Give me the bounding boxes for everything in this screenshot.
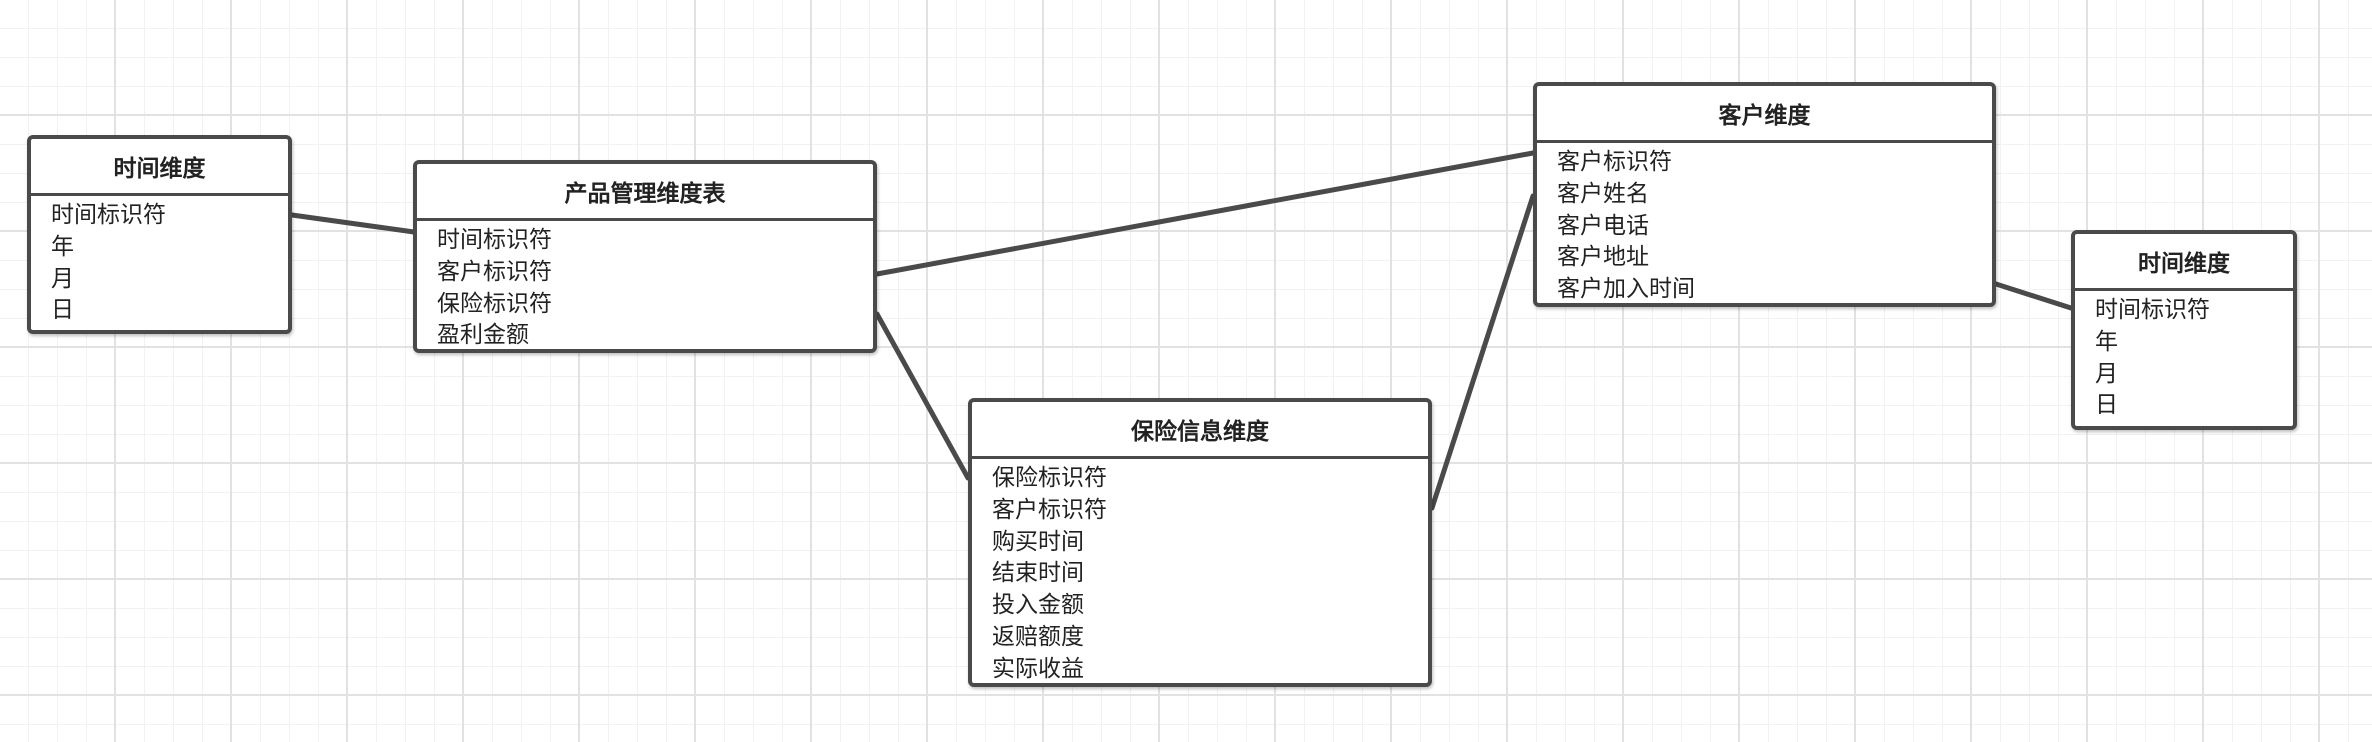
entity-title: 时间维度 — [31, 139, 288, 196]
entity-field[interactable]: 时间标识符 — [51, 202, 166, 228]
entity-field[interactable]: 时间标识符 — [2095, 297, 2210, 323]
entity-title: 产品管理维度表 — [417, 164, 873, 221]
entity-field[interactable]: 时间标识符 — [437, 227, 552, 253]
entity-title: 保险信息维度 — [972, 402, 1428, 459]
entity-title: 客户维度 — [1537, 86, 1992, 143]
entity-field[interactable]: 保险标识符 — [992, 465, 1107, 491]
entity-field[interactable]: 客户姓名 — [1557, 180, 1649, 207]
entity-field-list: 客户标识符 客户姓名 客户电话 客户地址 客户加入时间 — [1537, 143, 1992, 303]
entity-product-management[interactable]: 产品管理维度表 时间标识符 客户标识符 保险标识符 盈利金额 — [413, 160, 877, 353]
entity-field[interactable]: 购买时间 — [992, 528, 1084, 555]
connector-customer-to-time-right[interactable] — [1993, 281, 2074, 311]
entity-field[interactable]: 投入金额 — [992, 592, 1084, 619]
entity-title: 时间维度 — [2075, 234, 2293, 291]
entity-field[interactable]: 日 — [51, 297, 74, 324]
entity-field-list: 保险标识符 客户标识符 购买时间 结束时间 投入金额 返赔额度 实际收益 — [972, 459, 1428, 683]
entity-field[interactable]: 月 — [51, 265, 74, 292]
entity-field[interactable]: 年 — [2095, 328, 2118, 355]
entity-time-dimension-left[interactable]: 时间维度 时间标识符 年 月 日 — [27, 135, 292, 334]
entity-field[interactable]: 客户电话 — [1557, 212, 1649, 239]
entity-field-list: 时间标识符 客户标识符 保险标识符 盈利金额 — [417, 221, 873, 349]
entity-field[interactable]: 盈利金额 — [437, 322, 529, 349]
entity-insurance-info[interactable]: 保险信息维度 保险标识符 客户标识符 购买时间 结束时间 投入金额 返赔额度 实… — [968, 398, 1432, 687]
entity-field-list: 时间标识符 年 月 日 — [31, 196, 288, 327]
entity-field[interactable]: 客户加入时间 — [1557, 276, 1695, 303]
entity-field[interactable]: 客户标识符 — [992, 496, 1107, 523]
connector-time-left-to-product[interactable] — [289, 212, 417, 235]
entity-field[interactable]: 日 — [2095, 392, 2118, 419]
entity-field[interactable]: 实际收益 — [992, 655, 1084, 682]
entity-field[interactable]: 保险标识符 — [437, 290, 552, 317]
entity-time-dimension-right[interactable]: 时间维度 时间标识符 年 月 日 — [2071, 230, 2297, 430]
entity-field[interactable]: 年 — [51, 233, 74, 260]
entity-field[interactable]: 结束时间 — [992, 560, 1084, 587]
entity-field[interactable]: 客户地址 — [1557, 244, 1649, 271]
entity-field[interactable]: 返赔额度 — [992, 623, 1084, 650]
entity-field[interactable]: 月 — [2095, 360, 2118, 387]
connector-product-to-insurance[interactable] — [874, 311, 971, 481]
connector-insurance-to-customer[interactable] — [1429, 193, 1536, 511]
entity-field[interactable]: 客户标识符 — [1557, 149, 1672, 175]
entity-field-list: 时间标识符 年 月 日 — [2075, 291, 2293, 422]
connector-product-to-customer[interactable] — [874, 150, 1536, 277]
entity-field[interactable]: 客户标识符 — [437, 258, 552, 285]
entity-customer-dimension[interactable]: 客户维度 客户标识符 客户姓名 客户电话 客户地址 客户加入时间 — [1533, 82, 1996, 307]
